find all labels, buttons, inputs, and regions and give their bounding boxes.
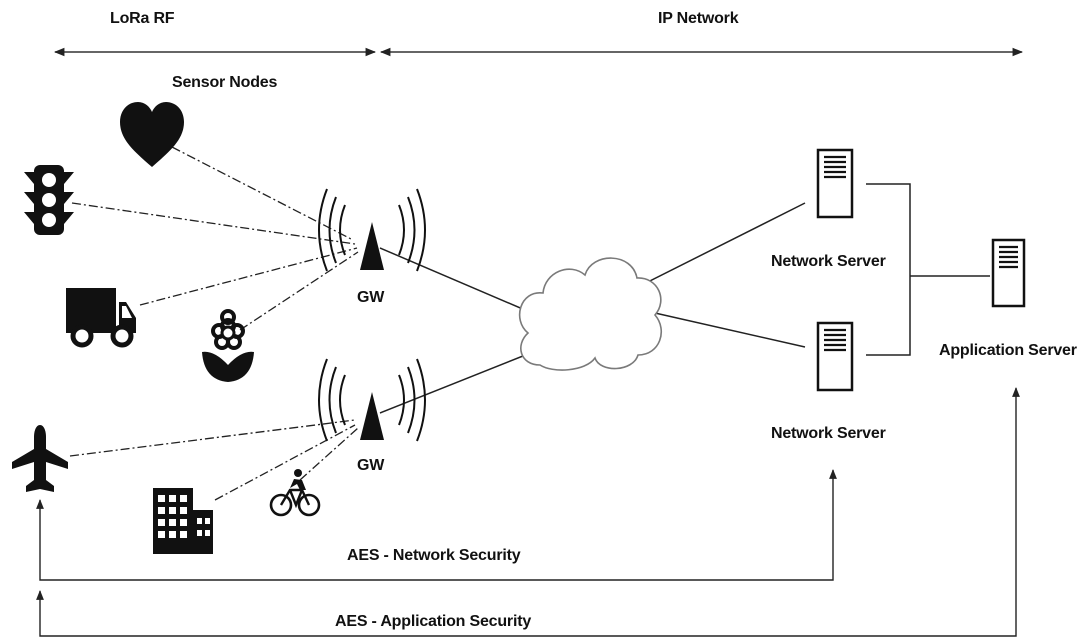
flower-icon (202, 309, 254, 382)
application-server-label: Application Server (939, 342, 1077, 359)
sensor-nodes-label: Sensor Nodes (172, 74, 278, 91)
airplane-icon (12, 425, 68, 492)
gateway-bottom-icon (318, 358, 426, 442)
truck-icon (66, 288, 136, 348)
gateway-top-icon (318, 188, 426, 272)
traffic-light-icon (24, 165, 74, 235)
application-server-icon (991, 238, 1026, 308)
network-server-bottom-icon (816, 321, 854, 392)
heart-icon (120, 102, 184, 167)
cloud-icon (518, 257, 663, 371)
aes-application-security-label: AES - Application Security (335, 613, 532, 630)
gw-top-to-cloud-link (379, 247, 526, 311)
server-bracket-links (866, 183, 990, 356)
lora-rf-label: LoRa RF (110, 10, 175, 27)
gw-bottom-label: GW (357, 457, 385, 474)
aes-application-security-arrow (36, 387, 1020, 637)
aes-network-security-label: AES - Network Security (347, 547, 521, 564)
cloud-to-ns-bottom-link (654, 312, 806, 348)
bicycle-icon (269, 469, 321, 517)
building-icon (153, 488, 213, 554)
gw-top-label: GW (357, 289, 385, 306)
ip-network-label: IP Network (658, 10, 739, 27)
network-server-bottom-label: Network Server (771, 425, 886, 442)
network-server-top-label: Network Server (771, 253, 886, 270)
network-server-top-icon (816, 148, 854, 219)
